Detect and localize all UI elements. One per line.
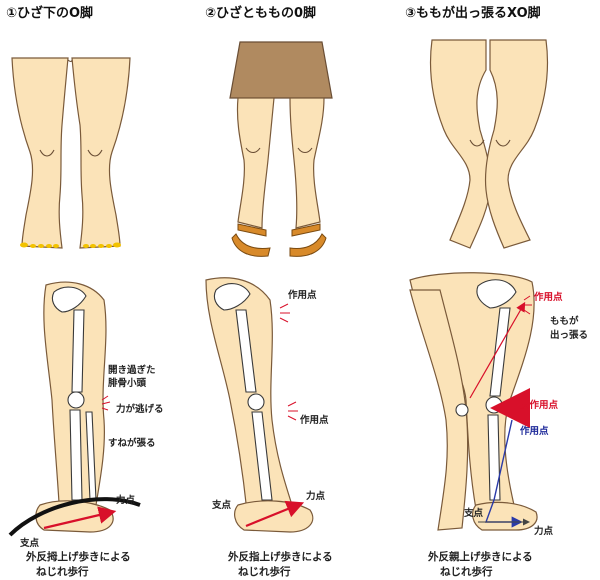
femur	[71, 309, 85, 393]
skirt	[229, 41, 333, 99]
panel2-label-point-knee: 作用点	[300, 414, 329, 426]
panel2-caption-line1: 外反指上げ歩きによる	[227, 550, 333, 563]
panel3-caption-line1: 外反親上げ歩きによる	[427, 550, 533, 563]
femur	[235, 309, 257, 393]
panel1-label-force-escape: 力が逃げる	[116, 403, 164, 415]
panel3-label-reaction: 反作用点	[520, 399, 559, 411]
panel3-label-effort: 力点	[534, 525, 554, 537]
panel1-caption-line2: ねじれ歩行	[36, 565, 89, 578]
panel3-label-point-top: 作用点	[534, 291, 563, 303]
pelvis	[51, 286, 87, 313]
panel2-skeleton-diagram	[205, 277, 314, 533]
panel1-label-fulcrum: 支点	[19, 537, 40, 549]
panel1-caption-line1: 外反拇上げ歩きによる	[25, 550, 131, 563]
panel2-label-fulcrum: 支点	[211, 499, 232, 511]
panel3-caption-line2: ねじれ歩行	[440, 565, 493, 578]
panel2-foot	[234, 500, 314, 533]
panel3-label-thigh-2: 出っ張る	[550, 329, 588, 341]
knee	[247, 393, 265, 411]
panel2-legs-illustration	[229, 41, 333, 257]
panel3-back-leg	[409, 289, 469, 531]
panel2-action-marks-knee	[287, 401, 298, 421]
panel2-label-effort: 力点	[306, 490, 326, 502]
panel1-label-tibia-head-1: 開き過ぎた	[108, 364, 156, 376]
panel3-legs-illustration	[429, 39, 549, 249]
pelvis	[476, 279, 517, 309]
panel3-label-point-blue: 作用点	[520, 425, 549, 437]
knee	[485, 396, 503, 414]
panel2-label-point-top: 作用点	[288, 289, 317, 301]
panel2-caption-line2: ねじれ歩行	[238, 565, 291, 578]
tibia	[251, 411, 273, 501]
knee	[67, 391, 85, 409]
panel1-title: ①ひざ下のO脚	[6, 5, 93, 21]
panel3-label-thigh-1: ももが	[550, 315, 579, 327]
panel2-title: ②ひざとももの0脚	[205, 5, 316, 21]
panel1-label-effort: 力点	[116, 494, 136, 506]
panel1-force-escape-marks	[101, 395, 111, 411]
panel1-label-tibia-head-2: 腓骨小頭	[108, 377, 147, 389]
panel3-label-fulcrum: 支点	[463, 507, 484, 519]
panel1-twist-arc	[8, 497, 141, 537]
panel3-title: ③ももが出っ張るXO脚	[405, 5, 541, 21]
tibia	[487, 414, 501, 501]
pelvis	[213, 283, 251, 311]
panel2-action-marks-top	[279, 303, 290, 323]
sandals	[231, 223, 327, 257]
panel3-red-diagonal-arrow	[469, 301, 526, 399]
panel1-toenails	[20, 242, 121, 248]
tibia	[69, 409, 83, 501]
panel1-legs-illustration	[11, 57, 131, 249]
panel2-force-arrow	[245, 500, 305, 528]
panel1-skeleton-diagram	[8, 281, 141, 537]
panel3-skeleton-diagram	[409, 272, 538, 531]
panel3-action-marks-top	[523, 295, 532, 315]
panel1-force-arrow	[43, 506, 117, 530]
back-knee	[455, 403, 469, 417]
panel1-label-shin-tense: すねが張る	[108, 437, 156, 449]
